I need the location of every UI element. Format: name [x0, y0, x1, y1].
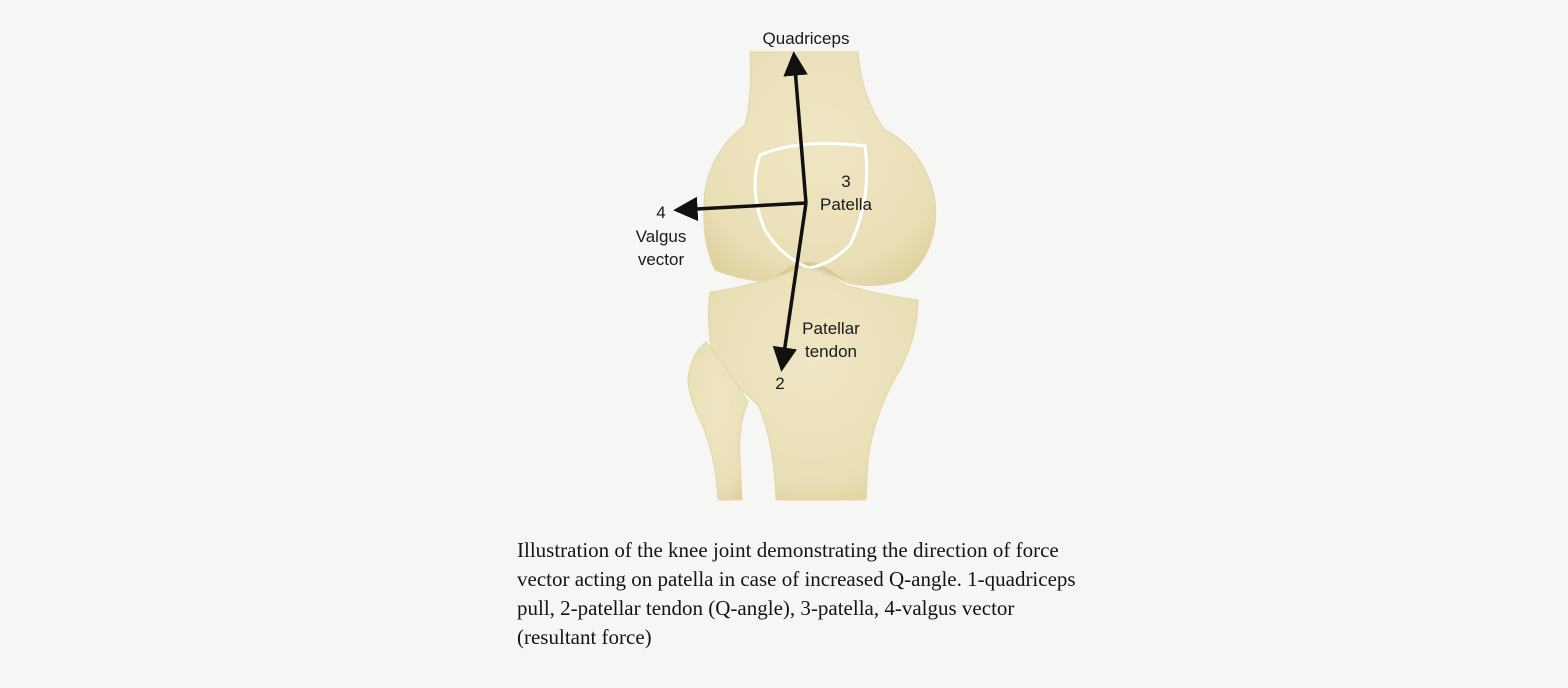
fibula-bone	[687, 341, 749, 501]
patella-number-label: 3	[841, 172, 850, 191]
quadriceps-label: Quadriceps	[763, 29, 850, 48]
patellar-tendon-label-line1: Patellar	[802, 319, 860, 338]
valgus-vector-arrow	[673, 196, 807, 222]
patella-outline	[753, 141, 869, 270]
valgus-number-label: 4	[656, 203, 665, 222]
patellar-tendon-label-line2: tendon	[805, 342, 857, 361]
patellar-tendon-number-label: 2	[775, 374, 784, 393]
quadriceps-arrow	[783, 51, 808, 204]
femur-bone	[703, 51, 937, 286]
figure-caption: Illustration of the knee joint demonstra…	[517, 538, 1076, 649]
patella-label: Patella	[820, 195, 873, 214]
valgus-label-line1: Valgus	[636, 227, 687, 246]
patellar-tendon-arrow	[772, 202, 808, 372]
valgus-label-line2: vector	[638, 250, 685, 269]
knee-joint-diagram: Quadriceps 3 Patella 4 Valgus vector Pat…	[636, 29, 937, 501]
femur-notch-shadow	[770, 262, 845, 282]
